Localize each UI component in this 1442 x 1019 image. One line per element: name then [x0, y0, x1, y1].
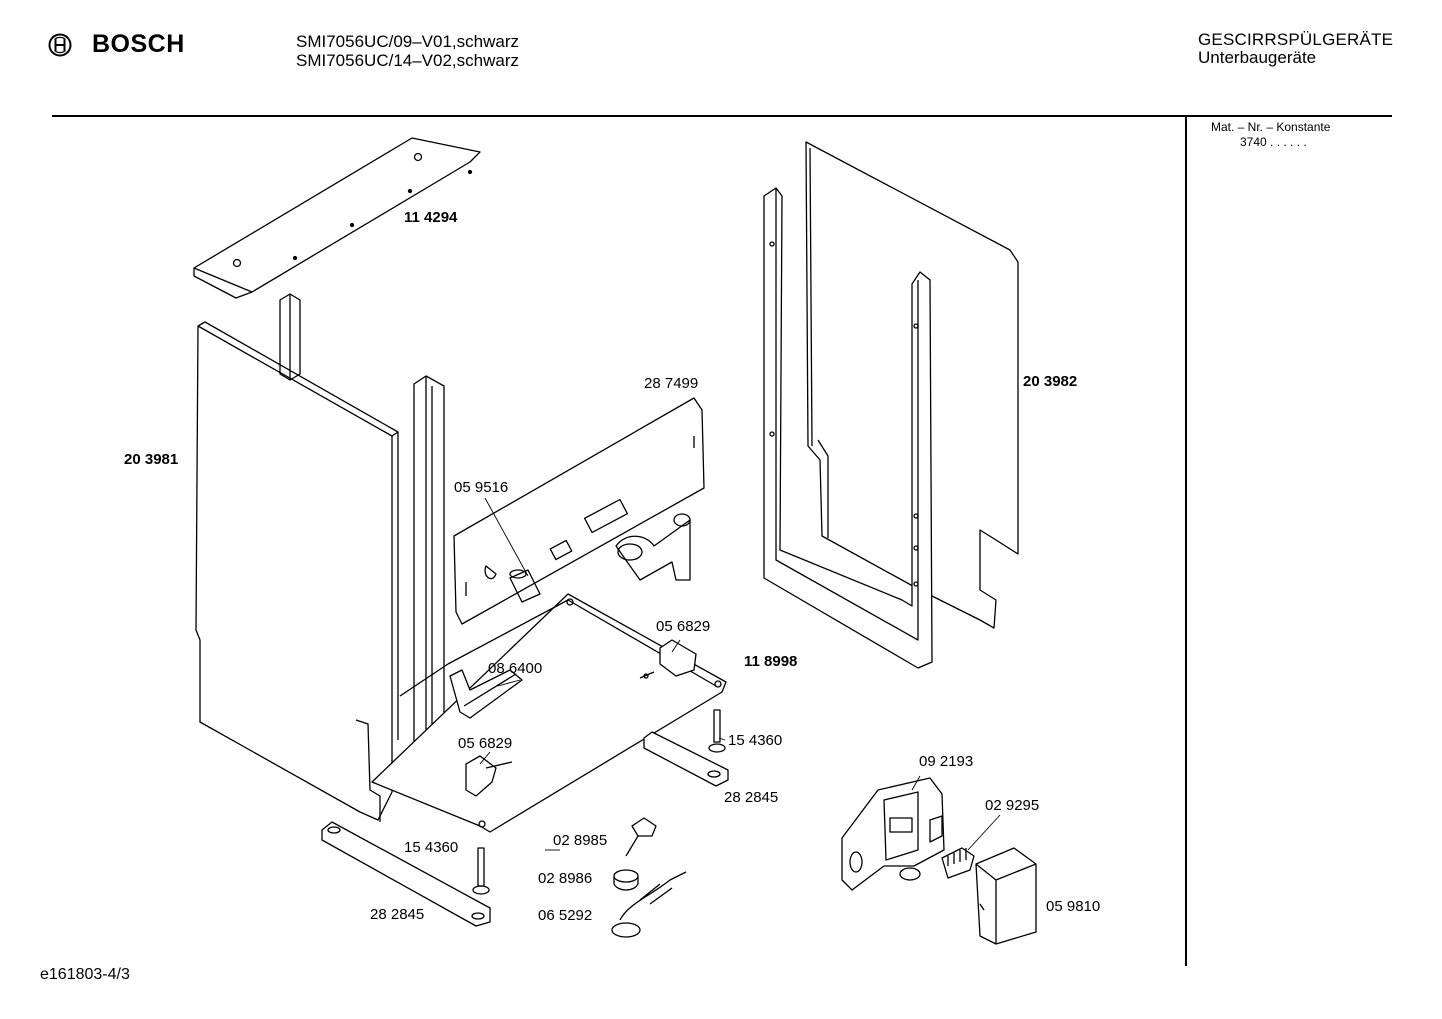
model-line-1: SMI7056UC/09–V01,schwarz [296, 32, 520, 51]
label-203982: 20 3982 [1023, 373, 1077, 390]
rail-upper [643, 731, 729, 787]
label-056829-upper: 05 6829 [656, 618, 710, 635]
connector-029295 [941, 847, 975, 879]
drawing-code: e161803-4/3 [40, 966, 130, 983]
switch-028985 [625, 817, 657, 857]
control-panel [453, 397, 705, 625]
hinge-upper [639, 639, 697, 679]
label-029295: 02 9295 [985, 797, 1039, 814]
cap-028986 [613, 869, 639, 891]
label-114294: 11 4294 [404, 209, 458, 226]
material-value: 3740 . . . . . . [1240, 135, 1307, 149]
leader-lines [479, 497, 1001, 851]
bracket-086400 [449, 669, 523, 719]
label-154360-upper: 15 4360 [728, 732, 782, 749]
brand-name: BOSCH [92, 30, 185, 58]
label-282845-upper: 28 2845 [724, 789, 778, 806]
label-203981: 20 3981 [124, 451, 178, 468]
label-059810: 05 9810 [1046, 898, 1100, 915]
material-label: Mat. – Nr. – Konstante [1211, 120, 1331, 134]
model-line-2: SMI7056UC/14–V02,schwarz [296, 51, 520, 70]
bosch-armature-icon [48, 33, 72, 56]
label-059516: 05 9516 [454, 479, 508, 496]
model-list: SMI7056UC/09–V01,schwarz SMI7056UC/14–V0… [296, 32, 519, 70]
label-092193: 09 2193 [919, 753, 973, 770]
label-287499: 28 7499 [644, 375, 698, 392]
category-block: GESCIRRSPÜLGERÄTE Unterbaugeräte [1198, 31, 1393, 67]
brand-header: BOSCH [48, 30, 185, 59]
label-086400: 08 6400 [488, 660, 542, 677]
label-282845-lower: 28 2845 [370, 906, 424, 923]
foot-lower [472, 847, 490, 895]
category-title: GESCIRRSPÜLGERÄTE [1198, 30, 1394, 49]
label-028985: 02 8985 [553, 832, 607, 849]
category-subtitle: Unterbaugeräte [1198, 48, 1317, 67]
label-056829-lower: 05 6829 [458, 735, 512, 752]
label-154360-lower: 15 4360 [404, 839, 458, 856]
left-side-panel [195, 321, 399, 821]
right-side-panel [763, 141, 1019, 669]
foot-upper [708, 709, 726, 753]
mounting-plate-092193 [841, 777, 945, 891]
label-118998: 11 8998 [744, 653, 797, 670]
harness-065292 [611, 871, 687, 938]
top-plate [193, 137, 481, 299]
label-028986: 02 8986 [538, 870, 592, 887]
label-065292: 06 5292 [538, 907, 592, 924]
hinge-lower [465, 755, 513, 797]
material-box: Mat. – Nr. – Konstante 3740 . . . . . . [1211, 120, 1330, 150]
cover-059810 [975, 847, 1037, 945]
rail-lower [321, 821, 491, 927]
